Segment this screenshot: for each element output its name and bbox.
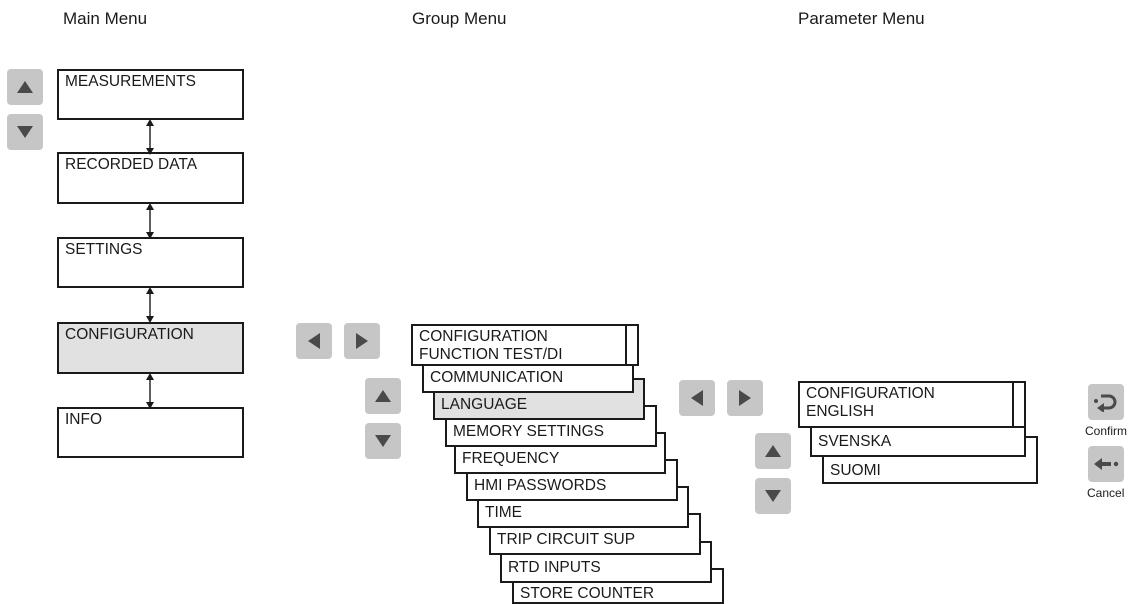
left-arrow-icon <box>308 333 320 349</box>
param-menu-title: CONFIGURATION ENGLISH <box>798 381 1014 428</box>
confirm-button[interactable] <box>1088 384 1124 420</box>
double-arrow-icon <box>146 373 154 409</box>
main-menu-heading: Main Menu <box>63 9 148 28</box>
main-up-button[interactable] <box>7 69 43 105</box>
back-arrow-icon <box>1094 458 1119 470</box>
up-arrow-icon <box>17 81 33 93</box>
double-arrow-icon <box>146 119 154 155</box>
group-left-button[interactable] <box>296 323 332 359</box>
parameter-menu-heading: Parameter Menu <box>798 9 925 28</box>
up-arrow-icon <box>375 390 391 402</box>
up-arrow-icon <box>765 445 781 457</box>
double-arrow-icon <box>146 287 154 323</box>
down-arrow-icon <box>375 435 391 447</box>
right-arrow-icon <box>739 390 751 406</box>
group-down-button[interactable] <box>365 423 401 459</box>
right-arrow-icon <box>356 333 368 349</box>
down-arrow-icon <box>17 126 33 138</box>
group-menu-title: CONFIGURATION FUNCTION TEST/DI <box>411 324 627 366</box>
confirm-label: Confirm <box>1085 424 1128 438</box>
cancel-button[interactable] <box>1088 446 1124 482</box>
cancel-label: Cancel <box>1087 486 1125 500</box>
group-right-button[interactable] <box>344 323 380 359</box>
group-current-item: FUNCTION TEST/DI <box>419 346 563 363</box>
group-up-button[interactable] <box>365 378 401 414</box>
param-title-label: CONFIGURATION <box>806 385 935 402</box>
left-arrow-icon <box>691 390 703 406</box>
param-up-button[interactable] <box>755 433 791 469</box>
main-item-measurements[interactable]: MEASUREMENTS <box>57 69 244 120</box>
enter-icon <box>1094 394 1117 412</box>
param-down-button[interactable] <box>755 478 791 514</box>
double-arrow-icon <box>146 203 154 239</box>
group-menu-heading: Group Menu <box>412 9 507 28</box>
main-item-configuration[interactable]: CONFIGURATION <box>57 322 244 374</box>
main-item-settings[interactable]: SETTINGS <box>57 237 244 288</box>
main-item-recorded-data[interactable]: RECORDED DATA <box>57 152 244 204</box>
param-current-item: ENGLISH <box>806 403 875 420</box>
main-item-info[interactable]: INFO <box>57 407 244 458</box>
main-down-button[interactable] <box>7 114 43 150</box>
group-title-label: CONFIGURATION <box>419 328 548 345</box>
down-arrow-icon <box>765 490 781 502</box>
param-left-button[interactable] <box>679 380 715 416</box>
param-right-button[interactable] <box>727 380 763 416</box>
